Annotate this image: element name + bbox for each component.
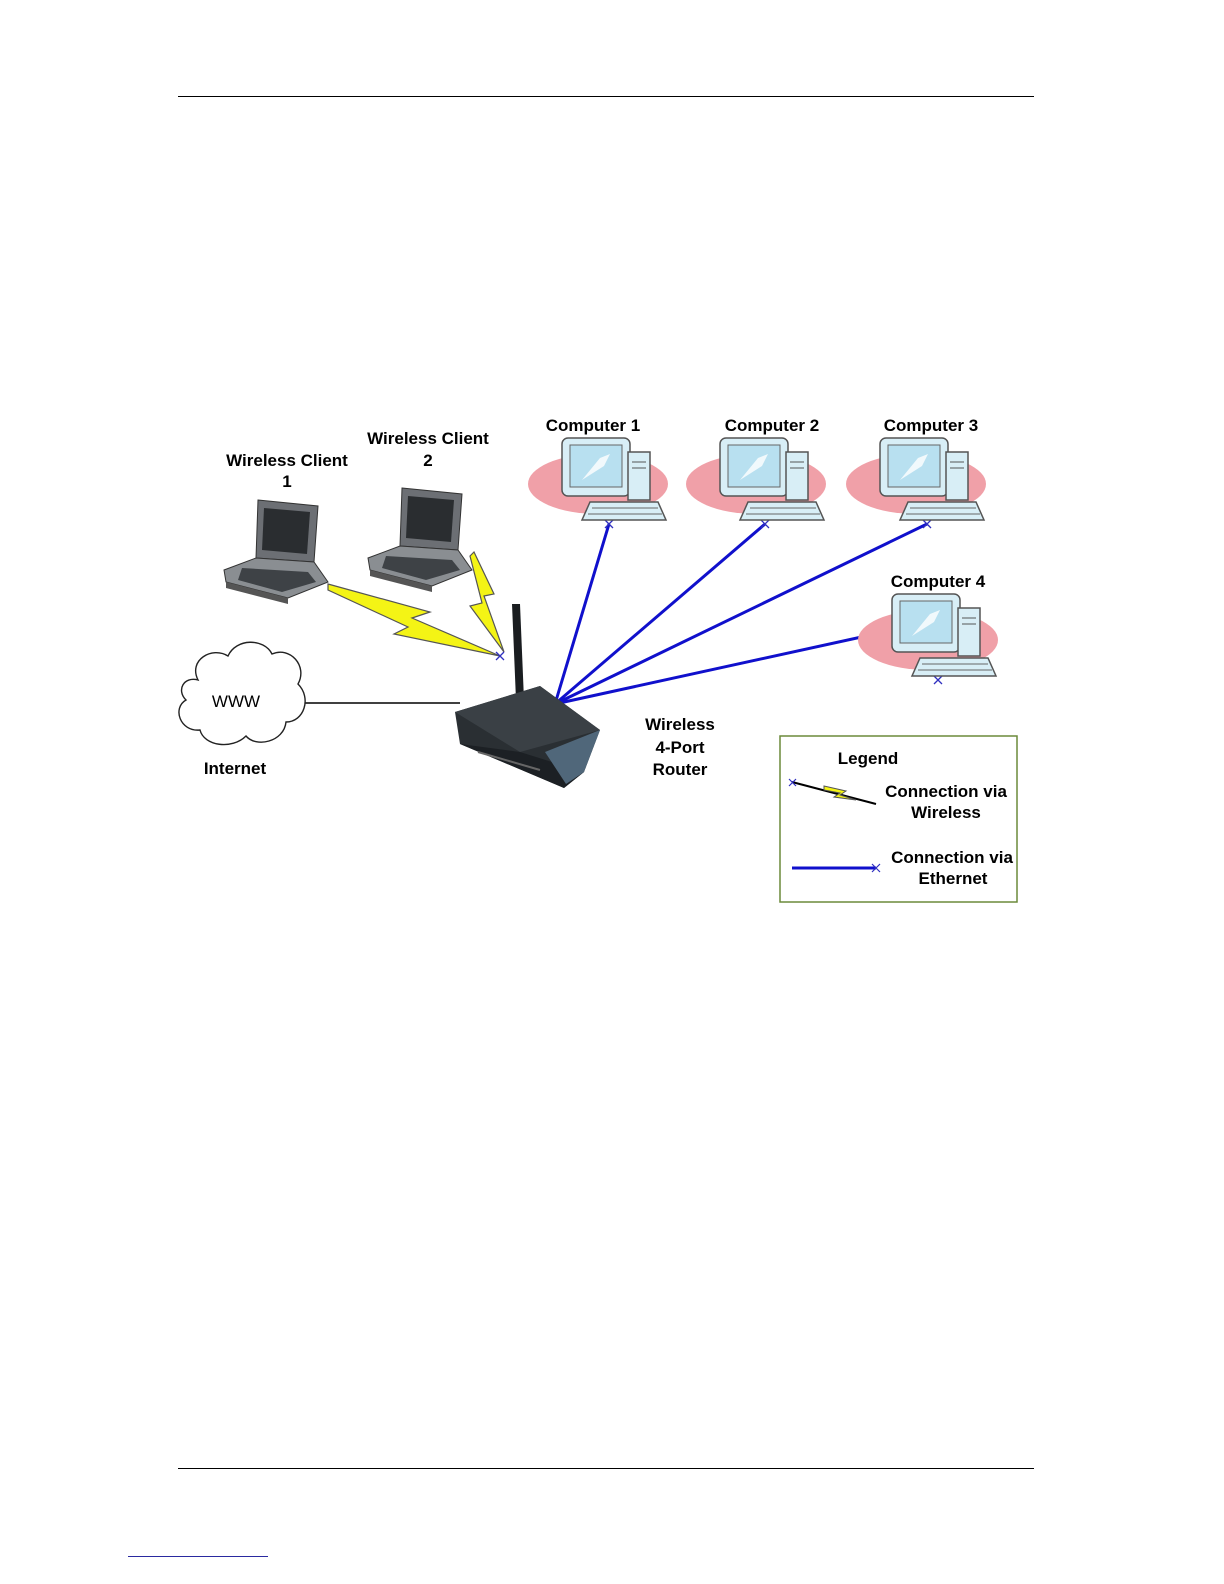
footer-link-underline[interactable] [128, 1556, 268, 1557]
ethernet-lines [555, 524, 927, 704]
router-label-line1: Wireless [645, 715, 715, 734]
ethernet-line-computer-4 [555, 636, 866, 704]
wireless-client-1-label-line2: 1 [282, 472, 291, 491]
wireless-client-2-label-line2: 2 [423, 451, 432, 470]
computer-2-label: Computer 2 [725, 416, 819, 435]
ethernet-line-computer-3 [555, 524, 927, 704]
legend-title: Legend [838, 749, 898, 768]
ethernet-line-computer-2 [555, 524, 765, 704]
legend-ethernet-label-line2: Ethernet [919, 869, 988, 888]
ethernet-endpoints [551, 520, 942, 708]
laptop-icon[interactable] [368, 488, 472, 592]
desktop-computer-icon[interactable] [846, 438, 986, 520]
desktop-computer-icon[interactable] [858, 594, 998, 676]
legend: Legend Connection via Wireless Connectio… [780, 736, 1017, 902]
computer-1-label: Computer 1 [546, 416, 640, 435]
wireless-client-1-label-line1: Wireless Client [226, 451, 348, 470]
computer-3-label: Computer 3 [884, 416, 978, 435]
router-label-line2: 4-Port [655, 738, 704, 757]
cloud-label: WWW [212, 692, 260, 711]
desktop-computer-icon[interactable] [528, 438, 668, 520]
ethernet-line-computer-1 [555, 524, 609, 704]
lightning-icon [328, 584, 500, 656]
computer-4-label: Computer 4 [891, 572, 986, 591]
legend-wireless-label-line2: Wireless [911, 803, 981, 822]
wireless-client-2-label-line1: Wireless Client [367, 429, 489, 448]
router-label-line3: Router [653, 760, 708, 779]
legend-ethernet-label-line1: Connection via [891, 848, 1013, 867]
legend-wireless-label-line1: Connection via [885, 782, 1007, 801]
laptop-icon[interactable] [224, 500, 328, 604]
desktop-computer-icon[interactable] [686, 438, 826, 520]
internet-label: Internet [204, 759, 267, 778]
lightning-icon [470, 552, 504, 652]
